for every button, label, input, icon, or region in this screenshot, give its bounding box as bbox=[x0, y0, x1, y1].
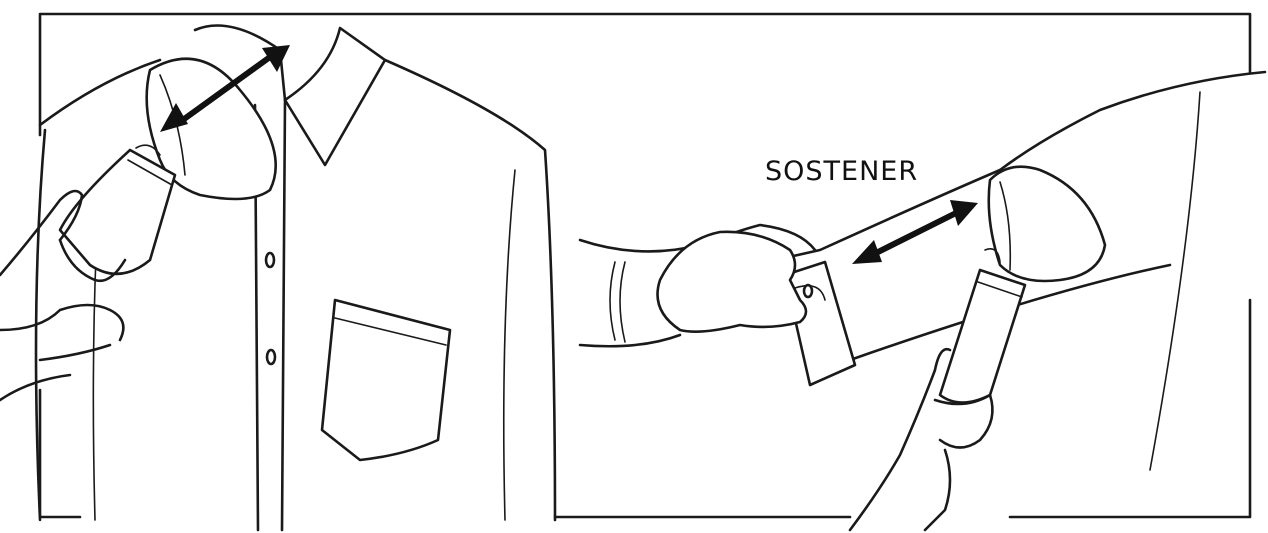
hand-holding-cuff bbox=[580, 225, 815, 346]
double-arrow-right bbox=[852, 200, 978, 264]
shirt-right bbox=[740, 72, 1265, 470]
holder-label: SOSTENER bbox=[765, 156, 918, 187]
shirt-left bbox=[36, 26, 555, 531]
